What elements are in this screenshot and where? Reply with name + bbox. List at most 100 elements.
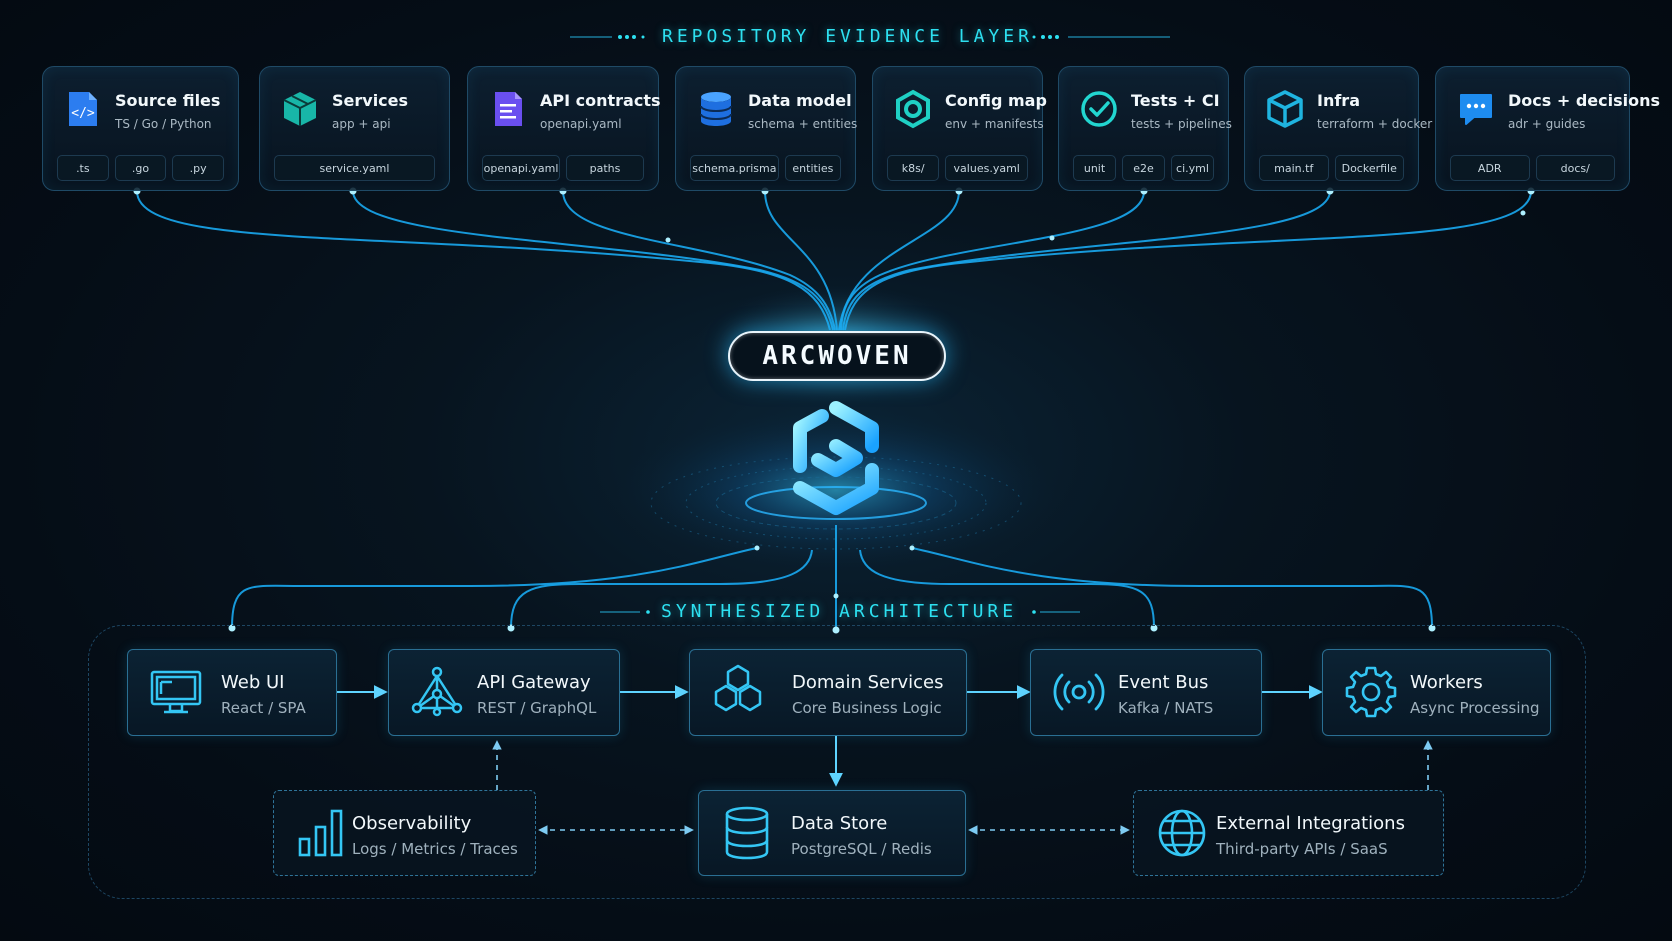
- node-data-store[interactable]: Data Store PostgreSQL / Redis: [698, 790, 966, 876]
- monitor-icon: [150, 670, 202, 714]
- gear-icon: [1345, 666, 1397, 718]
- hexagon-cluster-icon: [714, 664, 762, 712]
- file-chip[interactable]: Dockerfile: [1334, 155, 1404, 181]
- node-subtitle: Async Processing: [1410, 699, 1540, 717]
- dashed-arrows: [492, 740, 1433, 835]
- architecture-wire-dots: [228, 545, 1436, 634]
- card-subtitle: adr + guides: [1508, 117, 1586, 131]
- node-workers[interactable]: Workers Async Processing: [1322, 649, 1551, 736]
- node-external-integrations[interactable]: External Integrations Third-party APIs /…: [1133, 790, 1444, 876]
- source-wires: [136, 190, 1532, 331]
- node-subtitle: Third-party APIs / SaaS: [1216, 840, 1388, 858]
- node-subtitle: PostgreSQL / Redis: [791, 840, 932, 858]
- code-file-icon: </>: [69, 92, 97, 126]
- evidence-layer-title: REPOSITORY EVIDENCE LAYER: [662, 26, 1033, 47]
- node-subtitle: Kafka / NATS: [1118, 699, 1214, 717]
- globe-icon: [1158, 809, 1206, 857]
- package-cube-icon: [283, 92, 317, 126]
- card-title: Source files: [115, 91, 221, 110]
- chat-bubble-icon: [1460, 94, 1492, 125]
- node-title: Domain Services: [792, 672, 944, 693]
- card-subtitle: TS / Go / Python: [115, 117, 212, 131]
- file-chip[interactable]: .ts: [57, 155, 109, 181]
- card-subtitle: openapi.yaml: [540, 117, 622, 131]
- architecture-wires: [231, 525, 1433, 629]
- file-chip[interactable]: .py: [172, 155, 225, 181]
- chip-row: openapi.yaml paths: [482, 155, 644, 181]
- node-title: Web UI: [221, 672, 285, 693]
- svg-text:</>: </>: [71, 106, 95, 121]
- source-card-api-contracts[interactable]: API contracts openapi.yaml openapi.yaml …: [467, 66, 661, 191]
- file-chip[interactable]: main.tf: [1259, 155, 1329, 181]
- node-event-bus[interactable]: Event Bus Kafka / NATS: [1030, 649, 1262, 736]
- synthesized-architecture-title: SYNTHESIZED ARCHITECTURE: [661, 601, 1018, 622]
- database-icon: [725, 806, 769, 860]
- chip-row: .ts .go .py: [57, 155, 225, 181]
- node-title: Event Bus: [1118, 672, 1209, 693]
- broadcast-icon: [1053, 673, 1105, 711]
- file-chip[interactable]: service.yaml: [274, 155, 435, 181]
- file-chip[interactable]: values.yaml: [945, 155, 1028, 181]
- node-title: External Integrations: [1216, 813, 1405, 834]
- check-circle-icon: [1081, 91, 1117, 127]
- node-title: Data Store: [791, 813, 888, 834]
- source-card-config-map[interactable]: Config map env + manifests k8s/ values.y…: [872, 66, 1047, 191]
- file-chip[interactable]: schema.prisma: [690, 155, 779, 181]
- file-chip[interactable]: ci.yml: [1171, 155, 1214, 181]
- source-card-tests-ci[interactable]: Tests + CI tests + pipelines unit e2e ci…: [1058, 66, 1232, 191]
- core-glow: [616, 410, 1056, 570]
- network-nodes-icon: [411, 666, 463, 717]
- source-card-data-model[interactable]: Data model schema + entities schema.pris…: [675, 66, 858, 191]
- architecture-frame: [88, 625, 1586, 899]
- node-title: API Gateway: [477, 672, 591, 693]
- top-title-flourish: [570, 35, 1170, 39]
- card-title: Tests + CI: [1131, 91, 1220, 110]
- flow-arrows: [337, 685, 1323, 787]
- chip-row: ADR docs/: [1450, 155, 1615, 181]
- card-title: Services: [332, 91, 409, 110]
- database-icon: [700, 92, 732, 126]
- document-icon: [495, 92, 522, 126]
- source-card-infra[interactable]: Infra terraform + docker main.tf Dockerf…: [1244, 66, 1432, 191]
- bar-chart-icon: [298, 809, 343, 857]
- file-chip[interactable]: paths: [566, 155, 644, 181]
- file-chip[interactable]: .go: [114, 155, 167, 181]
- card-subtitle: schema + entities: [748, 117, 858, 131]
- node-web-ui[interactable]: Web UI React / SPA: [127, 649, 337, 736]
- card-title: Data model: [748, 91, 852, 110]
- hex-gear-icon: [896, 89, 930, 129]
- file-chip[interactable]: e2e: [1122, 155, 1165, 181]
- box-icon: [1267, 90, 1303, 128]
- node-title: Observability: [352, 813, 472, 834]
- source-card-services[interactable]: Services app + api service.yaml: [259, 66, 450, 191]
- node-subtitle: Core Business Logic: [792, 699, 942, 717]
- node-api-gateway[interactable]: API Gateway REST / GraphQL: [388, 649, 620, 736]
- chip-row: service.yaml: [274, 155, 435, 181]
- file-chip[interactable]: unit: [1073, 155, 1116, 181]
- card-title: API contracts: [540, 91, 661, 110]
- chip-row: unit e2e ci.yml: [1073, 155, 1214, 181]
- core-rings: [650, 456, 1022, 550]
- source-card-source-files[interactable]: </> Source files TS / Go / Python .ts .g…: [42, 66, 239, 191]
- node-domain-services[interactable]: Domain Services Core Business Logic: [689, 649, 967, 736]
- card-subtitle: tests + pipelines: [1131, 117, 1232, 131]
- source-wire-dots: [133, 187, 1535, 243]
- node-title: Workers: [1410, 672, 1483, 693]
- file-chip[interactable]: docs/: [1535, 155, 1615, 181]
- node-subtitle: React / SPA: [221, 699, 306, 717]
- source-card-docs-decisions[interactable]: Docs + decisions adr + guides ADR docs/: [1435, 66, 1660, 191]
- card-title: Docs + decisions: [1508, 91, 1661, 110]
- chip-row: k8s/ values.yaml: [887, 155, 1028, 181]
- arcwoven-brand: ARCWOVEN: [728, 331, 946, 381]
- file-chip[interactable]: openapi.yaml: [482, 155, 560, 181]
- file-chip[interactable]: ADR: [1450, 155, 1530, 181]
- node-observability[interactable]: Observability Logs / Metrics / Traces: [273, 790, 536, 876]
- arcwoven-logo-icon: [793, 401, 879, 515]
- card-title: Infra: [1317, 91, 1360, 110]
- card-subtitle: app + api: [332, 117, 391, 131]
- card-subtitle: terraform + docker: [1317, 117, 1433, 131]
- card-subtitle: env + manifests: [945, 117, 1044, 131]
- file-chip[interactable]: k8s/: [887, 155, 940, 181]
- file-chip[interactable]: entities: [784, 155, 841, 181]
- chip-row: main.tf Dockerfile: [1259, 155, 1404, 181]
